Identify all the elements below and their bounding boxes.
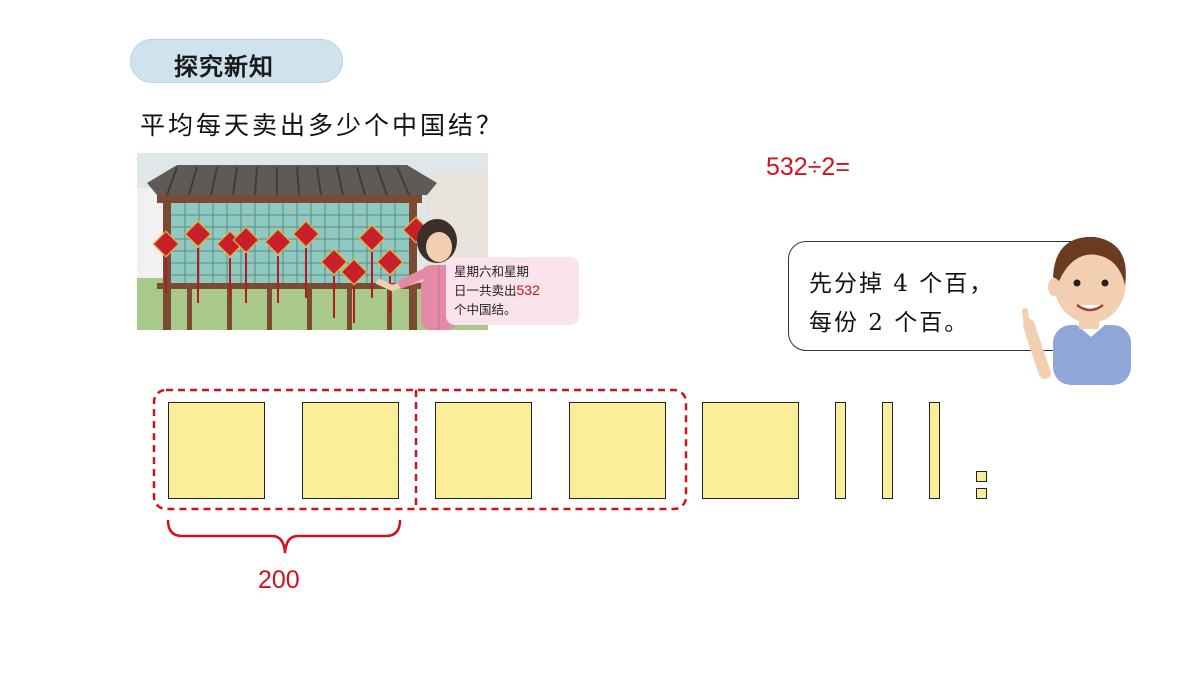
speech-number: 532 <box>516 282 540 298</box>
knot-shop-illustration <box>137 153 488 330</box>
brace-label: 200 <box>258 566 300 594</box>
section-title: 探究新知 <box>174 53 274 81</box>
woman-speech-bubble: 星期六和星期 日一共卖出532 个中国结。 <box>446 257 579 325</box>
hundred-block <box>435 402 532 499</box>
ten-rod <box>882 402 893 499</box>
speech-line-2-text: 日一共卖出 <box>454 283 517 298</box>
boy-speech-line-2: 每份 2 个百。 <box>809 310 970 336</box>
shop-scene-image <box>137 153 488 330</box>
division-equation: 532÷2= <box>766 153 850 181</box>
one-cube <box>976 471 987 482</box>
section-header-pill: 探究新知 <box>130 39 343 83</box>
hundred-block <box>168 402 265 499</box>
boy-image <box>1022 236 1131 385</box>
hundred-block <box>302 402 399 499</box>
speech-line-2: 日一共卖出532 <box>454 281 571 300</box>
boy-figure <box>1015 225 1135 385</box>
speech-line-3: 个中国结。 <box>454 302 517 317</box>
ten-rod <box>929 402 940 499</box>
ten-rod <box>835 402 846 499</box>
hundred-block <box>569 402 666 499</box>
one-cube <box>976 488 987 499</box>
curly-brace <box>166 519 402 554</box>
speech-line-1: 星期六和星期 <box>454 264 530 279</box>
boy-speech-bubble: 先分掉 4 个百， 每份 2 个百。 <box>788 241 1088 351</box>
boy-speech-line-1: 先分掉 4 个百， <box>809 271 995 297</box>
question-text: 平均每天卖出多少个中国结？ <box>140 111 505 140</box>
hundred-block <box>702 402 799 499</box>
dashed-grouping-box <box>152 388 688 511</box>
